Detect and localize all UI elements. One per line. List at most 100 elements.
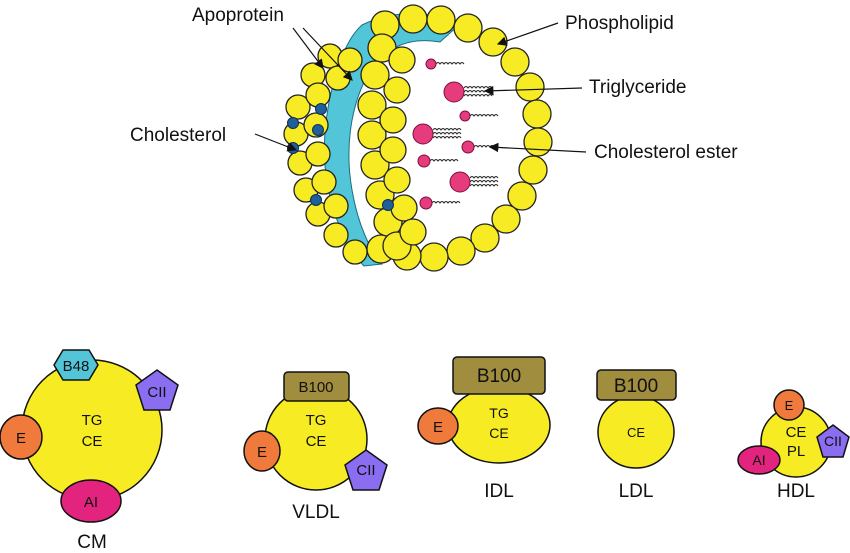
- label-triglyceride: Triglyceride: [589, 77, 687, 98]
- hdl-apo-cii: [816, 424, 850, 458]
- idl-apo-e-label: E: [433, 419, 443, 436]
- phospholipid-head: [285, 94, 311, 120]
- hdl-core-label-1: CE: [786, 424, 807, 441]
- phospholipid-head: [398, 4, 428, 34]
- idl-name: IDL: [484, 481, 514, 502]
- fatty-acid-tail: [463, 94, 493, 97]
- fatty-acid-tail: [431, 201, 461, 204]
- cholesterol-pointer: [254, 133, 298, 152]
- lipid-head: [417, 154, 431, 168]
- lipid-head: [419, 196, 433, 210]
- fatty-acid-tail: [432, 136, 462, 139]
- apoprotein-pointer-2: [302, 27, 353, 81]
- cm-apo-ai-label: AI: [84, 494, 98, 511]
- phospholipid-head: [470, 223, 500, 253]
- fatty-acid-tail: [469, 184, 499, 187]
- vldl-apo-b100-label: B100: [298, 379, 333, 396]
- phospholipid-head: [390, 194, 418, 222]
- fatty-acid-tail: [463, 86, 493, 89]
- vldl-core-label-1: TG: [306, 412, 327, 429]
- ldl-core-label: CE: [627, 425, 645, 440]
- cholesterol-ester-pointer: [488, 142, 587, 153]
- cholesterol-dot: [312, 124, 324, 136]
- phospholipid-head: [522, 99, 552, 129]
- fatty-acid-tail: [432, 132, 462, 135]
- ldl-apo-b100-label: B100: [614, 376, 658, 397]
- phospholipid-head: [388, 46, 416, 74]
- vldl-core-label-2: CE: [306, 433, 327, 450]
- phospholipid-head: [383, 76, 411, 104]
- label-phospholipid: Phospholipid: [565, 13, 674, 34]
- phospholipid-head: [491, 204, 521, 234]
- vldl-apo-cii-label: CII: [356, 462, 375, 479]
- cm-apo-b48: [53, 349, 99, 381]
- fatty-acid-tail: [469, 114, 499, 117]
- idl-core-label-1: TG: [489, 405, 508, 421]
- phospholipid-head: [419, 242, 449, 272]
- triglyceride-pointer: [483, 85, 583, 96]
- idl-core-label-2: CE: [489, 425, 508, 441]
- particle-cm: TG CE B48 CII E AI CM: [0, 349, 179, 553]
- phospholipid-head: [426, 5, 456, 35]
- phospholipid-head: [379, 136, 407, 164]
- vldl-apo-e: [243, 430, 281, 472]
- hdl-apo-e: [773, 389, 805, 421]
- ldl-name: LDL: [619, 481, 654, 502]
- phospholipid-head: [507, 181, 537, 211]
- lipid-head: [461, 140, 475, 154]
- lipid-head: [449, 171, 471, 193]
- phospholipid-head: [360, 60, 390, 90]
- fatty-acid-tail: [435, 62, 465, 65]
- phospholipid-head: [305, 82, 331, 108]
- idl-apo-e: [417, 407, 459, 445]
- phospholipid-head: [515, 72, 545, 102]
- label-cholesterol: Cholesterol: [130, 125, 226, 146]
- phospholipid-head: [323, 193, 349, 219]
- hdl-core-label-2: PL: [787, 443, 805, 460]
- hdl-apo-e-label: E: [785, 398, 794, 413]
- label-apoprotein: Apoprotein: [192, 5, 284, 26]
- phospholipid-head: [342, 239, 368, 265]
- cm-apo-cii-label: CII: [147, 384, 166, 401]
- cm-core-label-1: TG: [82, 412, 103, 429]
- lipid-head: [459, 110, 471, 122]
- vldl-apo-b100: [283, 371, 350, 402]
- apoprotein-pointer-1: [292, 27, 324, 69]
- vldl-apo-e-label: E: [257, 444, 267, 461]
- particle-vldl: TG CE B100 E CII VLDL: [243, 371, 388, 523]
- cm-apo-b48-label: B48: [63, 358, 90, 375]
- cholesterol-dot: [310, 194, 322, 206]
- hdl-apo-cii-label: CII: [824, 433, 842, 449]
- lipoprotein-cross-section: [283, 4, 553, 272]
- cm-apo-cii: [135, 369, 179, 411]
- label-cholesterol-ester: Cholesterol ester: [594, 142, 738, 163]
- fatty-acid-tail: [469, 180, 499, 183]
- fatty-acid-tail: [469, 176, 499, 179]
- cm-apo-e-label: E: [16, 430, 26, 447]
- phospholipid-head: [311, 169, 337, 195]
- fatty-acid-tail: [429, 159, 459, 162]
- hdl-apo-ai-label: AI: [752, 452, 765, 468]
- hdl-name: HDL: [777, 481, 815, 502]
- outer-phospholipid-layer: [283, 4, 553, 272]
- phospholipid-head: [383, 166, 411, 194]
- phospholipid-pointer: [496, 22, 559, 46]
- cm-apo-e: [0, 414, 43, 460]
- vldl-apo-cii: [344, 449, 388, 491]
- idl-apo-b100-label: B100: [477, 366, 521, 387]
- particle-ldl: CE B100 LDL: [596, 369, 677, 502]
- phospholipid-head: [305, 141, 331, 167]
- inner-phospholipid-layer: [357, 33, 427, 261]
- phospholipid-head: [518, 155, 548, 185]
- phospholipid-head: [357, 120, 387, 150]
- cholesterol-dot: [315, 103, 327, 115]
- hdl-apo-ai: [737, 445, 781, 475]
- phospholipid-head: [500, 47, 530, 77]
- lipid-head: [412, 123, 434, 145]
- cm-core-label-2: CE: [82, 433, 103, 450]
- phospholipid-head: [446, 236, 476, 266]
- phospholipid-head: [379, 106, 407, 134]
- cholesterol-dot: [287, 142, 299, 154]
- phospholipid-head: [453, 13, 483, 43]
